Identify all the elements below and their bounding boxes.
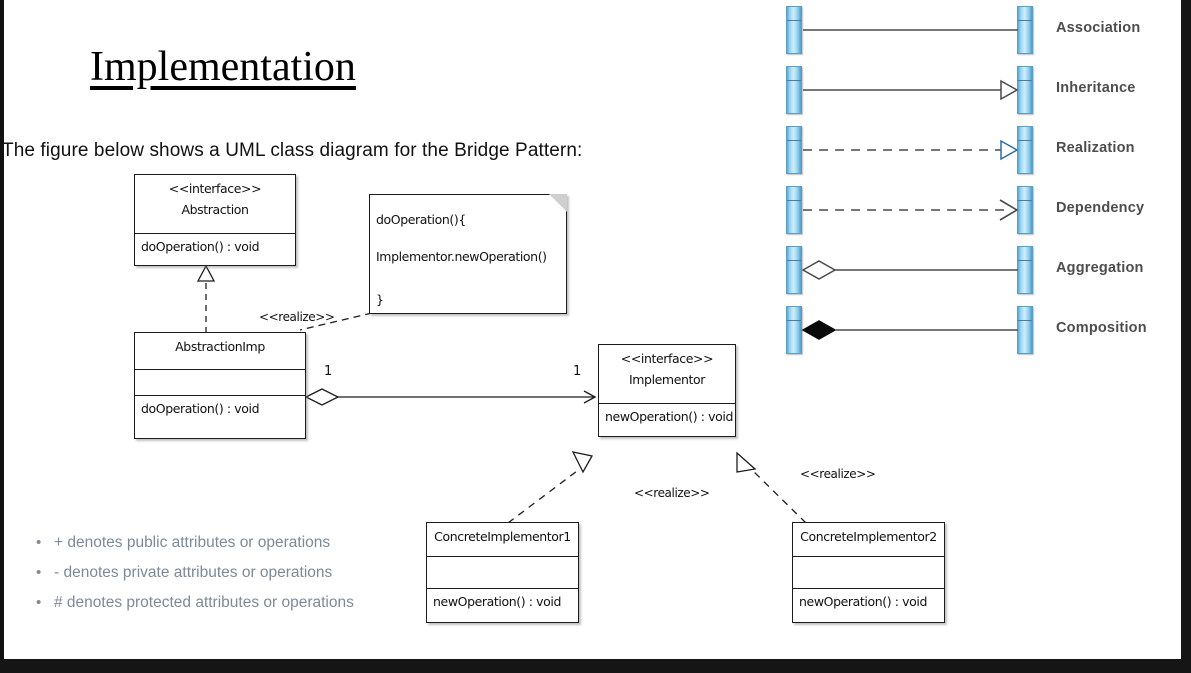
uml-class-stereotype: <<interface>> [620, 351, 714, 366]
uml-class-abstraction[interactable]: <<interface>> Abstraction doOperation() … [134, 174, 296, 266]
uml-class-name: ConcreteImplementor1 [434, 529, 571, 544]
notation-legend-list: + denotes public attributes or operation… [34, 528, 354, 618]
legend-class-box-left [786, 6, 802, 54]
uml-class-header: <<interface>> Abstraction [135, 175, 295, 233]
list-item: - denotes private attributes or operatio… [34, 558, 354, 588]
uml-operation: newOperation() : void [427, 588, 578, 614]
legend-class-box-left [786, 306, 802, 354]
uml-class-concrete-implementor-2[interactable]: ConcreteImplementor2 newOperation() : vo… [792, 522, 945, 623]
relationship-legend: Association Inheritance Realization [786, 0, 1176, 360]
uml-note[interactable]: doOperation(){ Implementor.newOperation(… [369, 194, 567, 314]
legend-connector-aggregation [801, 260, 1018, 280]
connector-abstractionimp-to-implementor [304, 388, 594, 406]
uml-attributes-compartment [793, 556, 944, 588]
legend-label: Inheritance [1056, 80, 1136, 96]
uml-operation: newOperation() : void [793, 588, 944, 614]
note-line: } [376, 292, 384, 307]
slide-frame-left [0, 0, 4, 673]
legend-label: Composition [1056, 320, 1147, 336]
slide-frame-top [0, 0, 1191, 3]
slide-frame-bottom [0, 659, 1191, 673]
uml-operation: doOperation() : void [135, 233, 295, 259]
note-line: Implementor.newOperation() [376, 249, 547, 264]
note-line: doOperation(){ [376, 212, 466, 227]
connector-label-realize-ci2: <<realize>> [800, 467, 876, 481]
legend-row-inheritance[interactable]: Inheritance [786, 60, 1176, 120]
legend-connector-inheritance [803, 79, 1019, 101]
legend-label: Dependency [1056, 200, 1145, 216]
slide-frame-right [1181, 0, 1191, 673]
uml-operation: newOperation() : void [599, 403, 735, 429]
list-item: # denotes protected attributes or operat… [34, 588, 354, 618]
uml-class-concrete-implementor-1[interactable]: ConcreteImplementor1 newOperation() : vo… [426, 522, 579, 623]
page-subtitle: The figure below shows a UML class diagr… [2, 140, 583, 161]
legend-row-composition[interactable]: Composition [786, 300, 1176, 360]
uml-class-stereotype: <<interface>> [168, 181, 262, 196]
connector-ci2-to-implementor [736, 451, 807, 524]
note-fold-corner-icon [549, 194, 567, 212]
page-title: Implementation [90, 44, 356, 90]
uml-class-implementor[interactable]: <<interface>> Implementor newOperation()… [598, 344, 736, 437]
legend-label: Association [1056, 20, 1141, 36]
connector-label-realize-note: <<realize>> [259, 310, 335, 324]
uml-class-header: ConcreteImplementor2 [793, 523, 944, 556]
connector-label-realize-ci1: <<realize>> [634, 486, 710, 500]
uml-class-name: AbstractionImp [175, 339, 265, 354]
uml-class-header: <<interface>> Implementor [599, 345, 735, 403]
multiplicity-target: 1 [573, 364, 582, 379]
uml-class-name: ConcreteImplementor2 [800, 529, 937, 544]
uml-attributes-compartment [427, 556, 578, 588]
legend-row-association[interactable]: Association [786, 0, 1176, 60]
legend-label: Aggregation [1056, 260, 1144, 276]
connector-ci1-to-implementor [507, 451, 594, 524]
legend-class-box-left [786, 246, 802, 294]
legend-label: Realization [1056, 140, 1135, 156]
uml-attributes-compartment [135, 369, 305, 395]
legend-row-realization[interactable]: Realization [786, 120, 1176, 180]
legend-connector-dependency [803, 199, 1019, 221]
legend-class-box-left [786, 66, 802, 114]
uml-class-abstraction-imp[interactable]: AbstractionImp doOperation() : void [134, 332, 306, 439]
legend-connector-realization [803, 139, 1019, 161]
multiplicity-source: 1 [324, 364, 333, 379]
connector-abstractionimp-to-abstraction [196, 264, 216, 333]
uml-class-header: ConcreteImplementor1 [427, 523, 578, 556]
uml-class-name: Implementor [628, 372, 706, 387]
uml-class-header: AbstractionImp [135, 333, 305, 369]
legend-row-dependency[interactable]: Dependency [786, 180, 1176, 240]
legend-row-aggregation[interactable]: Aggregation [786, 240, 1176, 300]
legend-connector-composition [801, 320, 1018, 340]
uml-class-name: Abstraction [181, 202, 249, 217]
legend-connector-association [803, 29, 1018, 31]
list-item: + denotes public attributes or operation… [34, 528, 354, 558]
uml-operation: doOperation() : void [135, 395, 305, 421]
legend-class-box-left [786, 126, 802, 174]
legend-class-box-left [786, 186, 802, 234]
